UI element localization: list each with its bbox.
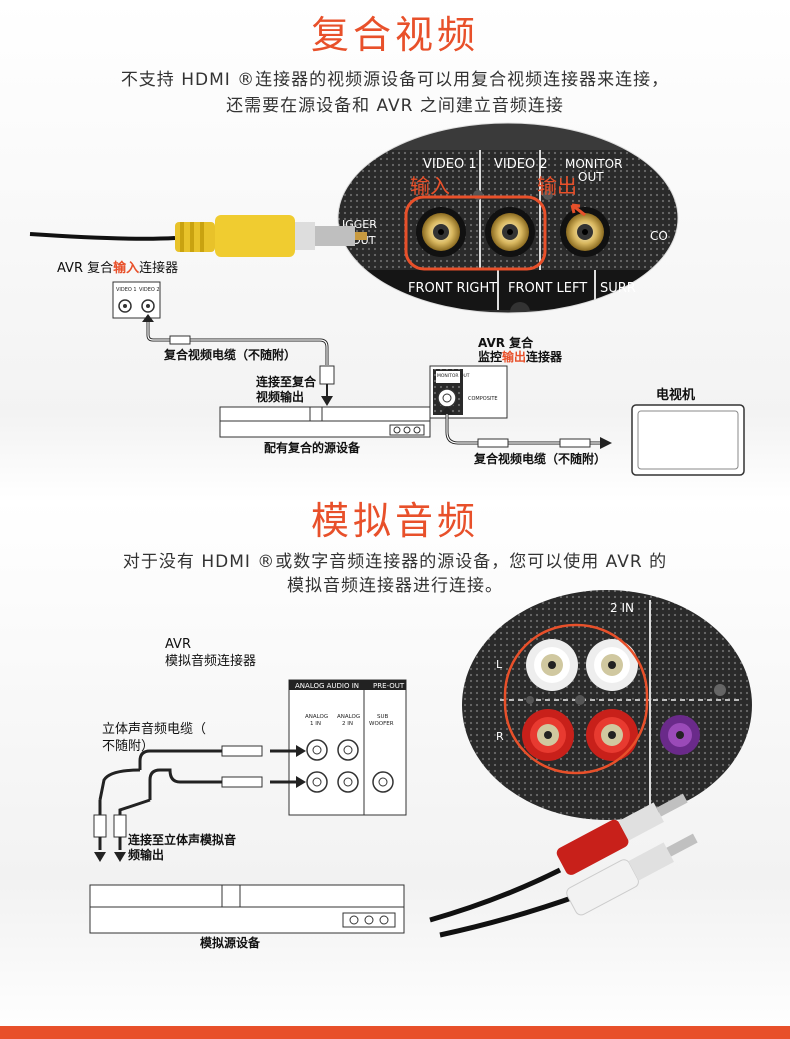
avr-analog-label-1: AVR (165, 637, 191, 652)
panel-video2-label: VIDEO 2 (494, 157, 548, 172)
panel-monitor-label: MONITOR (565, 157, 622, 171)
rca-stereo-plugs (429, 793, 698, 938)
photo-2in-label: 2 IN (610, 601, 634, 615)
analog2-label-1: ANALOG (337, 714, 360, 720)
analog-source-label: 模拟源设备 (200, 936, 261, 950)
avr-monitor-out-panel (429, 365, 508, 419)
analog-source-device (89, 884, 405, 934)
stereo-audio-cable (93, 745, 306, 862)
avr-monitor-label-2: 监控输出连接器 (478, 349, 562, 365)
avr-input-suffix: 连接器 (139, 261, 179, 276)
panel-co-label: CO (650, 229, 668, 243)
analog-audio-in-label: ANALOG AUDIO IN (295, 682, 359, 690)
section1-desc-line2: 还需要在源设备和 AVR 之间建立音频连接 (226, 96, 564, 116)
avr-input-label: AVR 复合输入连接器 (57, 261, 178, 277)
panel-output-label: 输出 (537, 174, 577, 198)
yellow-rca-plug (29, 215, 367, 257)
section1-desc-line1: 不支持 HDMI ®连接器的视频源设备可以用复合视频连接器来连接， (120, 70, 670, 90)
avr-monitor-label-1: AVR 复合 (478, 336, 534, 350)
section2-title: 模拟音频 (310, 499, 479, 543)
mini-video1-label: VIDEO 1 (116, 287, 137, 293)
avr-monitor-suffix: 连接器 (526, 350, 563, 364)
section2-desc-line1: 对于没有 HDMI ®或数字音频连接器的源设备，您可以使用 AVR 的 (122, 552, 668, 572)
mini-video2-label: VIDEO 2 (139, 287, 160, 293)
sub-label-2: WOOFER (369, 721, 394, 727)
analog1-label-2: 1 IN (310, 721, 321, 727)
composite-box-label: COMPOSITE (468, 396, 498, 402)
panel-front-left-label: FRONT LEFT (508, 281, 587, 296)
section2-desc-line2: 模拟音频连接器进行连接。 (287, 576, 503, 596)
analog2-label-2: 2 IN (342, 721, 353, 727)
connect-to-label-2: 视频输出 (256, 390, 305, 404)
analog1-label-1: ANALOG (305, 714, 328, 720)
cable2-label: 复合视频电缆（不随附） (474, 452, 607, 466)
analog-jacks-photo (462, 590, 752, 820)
panel-monitor-out-label: OUT (578, 170, 604, 184)
panel-front-right-label: FRONT RIGHT (408, 281, 497, 296)
tv-label: 电视机 (656, 388, 696, 403)
sub-label-1: SUB (377, 714, 389, 720)
avr-analog-label-2: 模拟音频连接器 (165, 654, 257, 669)
photo-r-label: R (496, 730, 504, 743)
monitor-box-label: MONITOR OUT (437, 373, 470, 379)
cable1-label: 复合视频电缆（不随附） (164, 348, 297, 362)
avr-analog-panel (288, 679, 407, 816)
avr-monitor-prefix: 监控 (478, 350, 503, 364)
panel-input-label: 输入 (410, 174, 450, 198)
tv-device (631, 404, 745, 476)
connect-to-label-1: 连接至复合 (256, 375, 317, 389)
source-device-composite (219, 406, 431, 438)
connect-stereo-label-2: 频输出 (128, 848, 165, 862)
stereo-cable-label-2: 不随附） (102, 739, 155, 754)
avr-monitor-highlight: 输出 (502, 350, 527, 364)
photo-l-label: L (496, 658, 503, 671)
avr-input-highlight: 输入 (113, 261, 140, 276)
pre-out-label: PRE-OUT (373, 682, 405, 690)
avr-input-prefix: AVR 复合 (57, 261, 114, 276)
panel-video1-label: VIDEO 1 (423, 157, 477, 172)
mini-avr-input-panel (112, 281, 161, 319)
stereo-cable-label-1: 立体声音频电缆（ (102, 722, 207, 737)
panel-surr-label: SURR (600, 281, 636, 296)
connect-stereo-label-1: 连接至立体声模拟音 (128, 833, 237, 847)
bottom-accent-bar (0, 1026, 790, 1039)
output-arrow-icon (570, 203, 586, 217)
source-device-label: 配有复合的源设备 (264, 441, 361, 455)
section1-title: 复合视频 (310, 13, 479, 57)
